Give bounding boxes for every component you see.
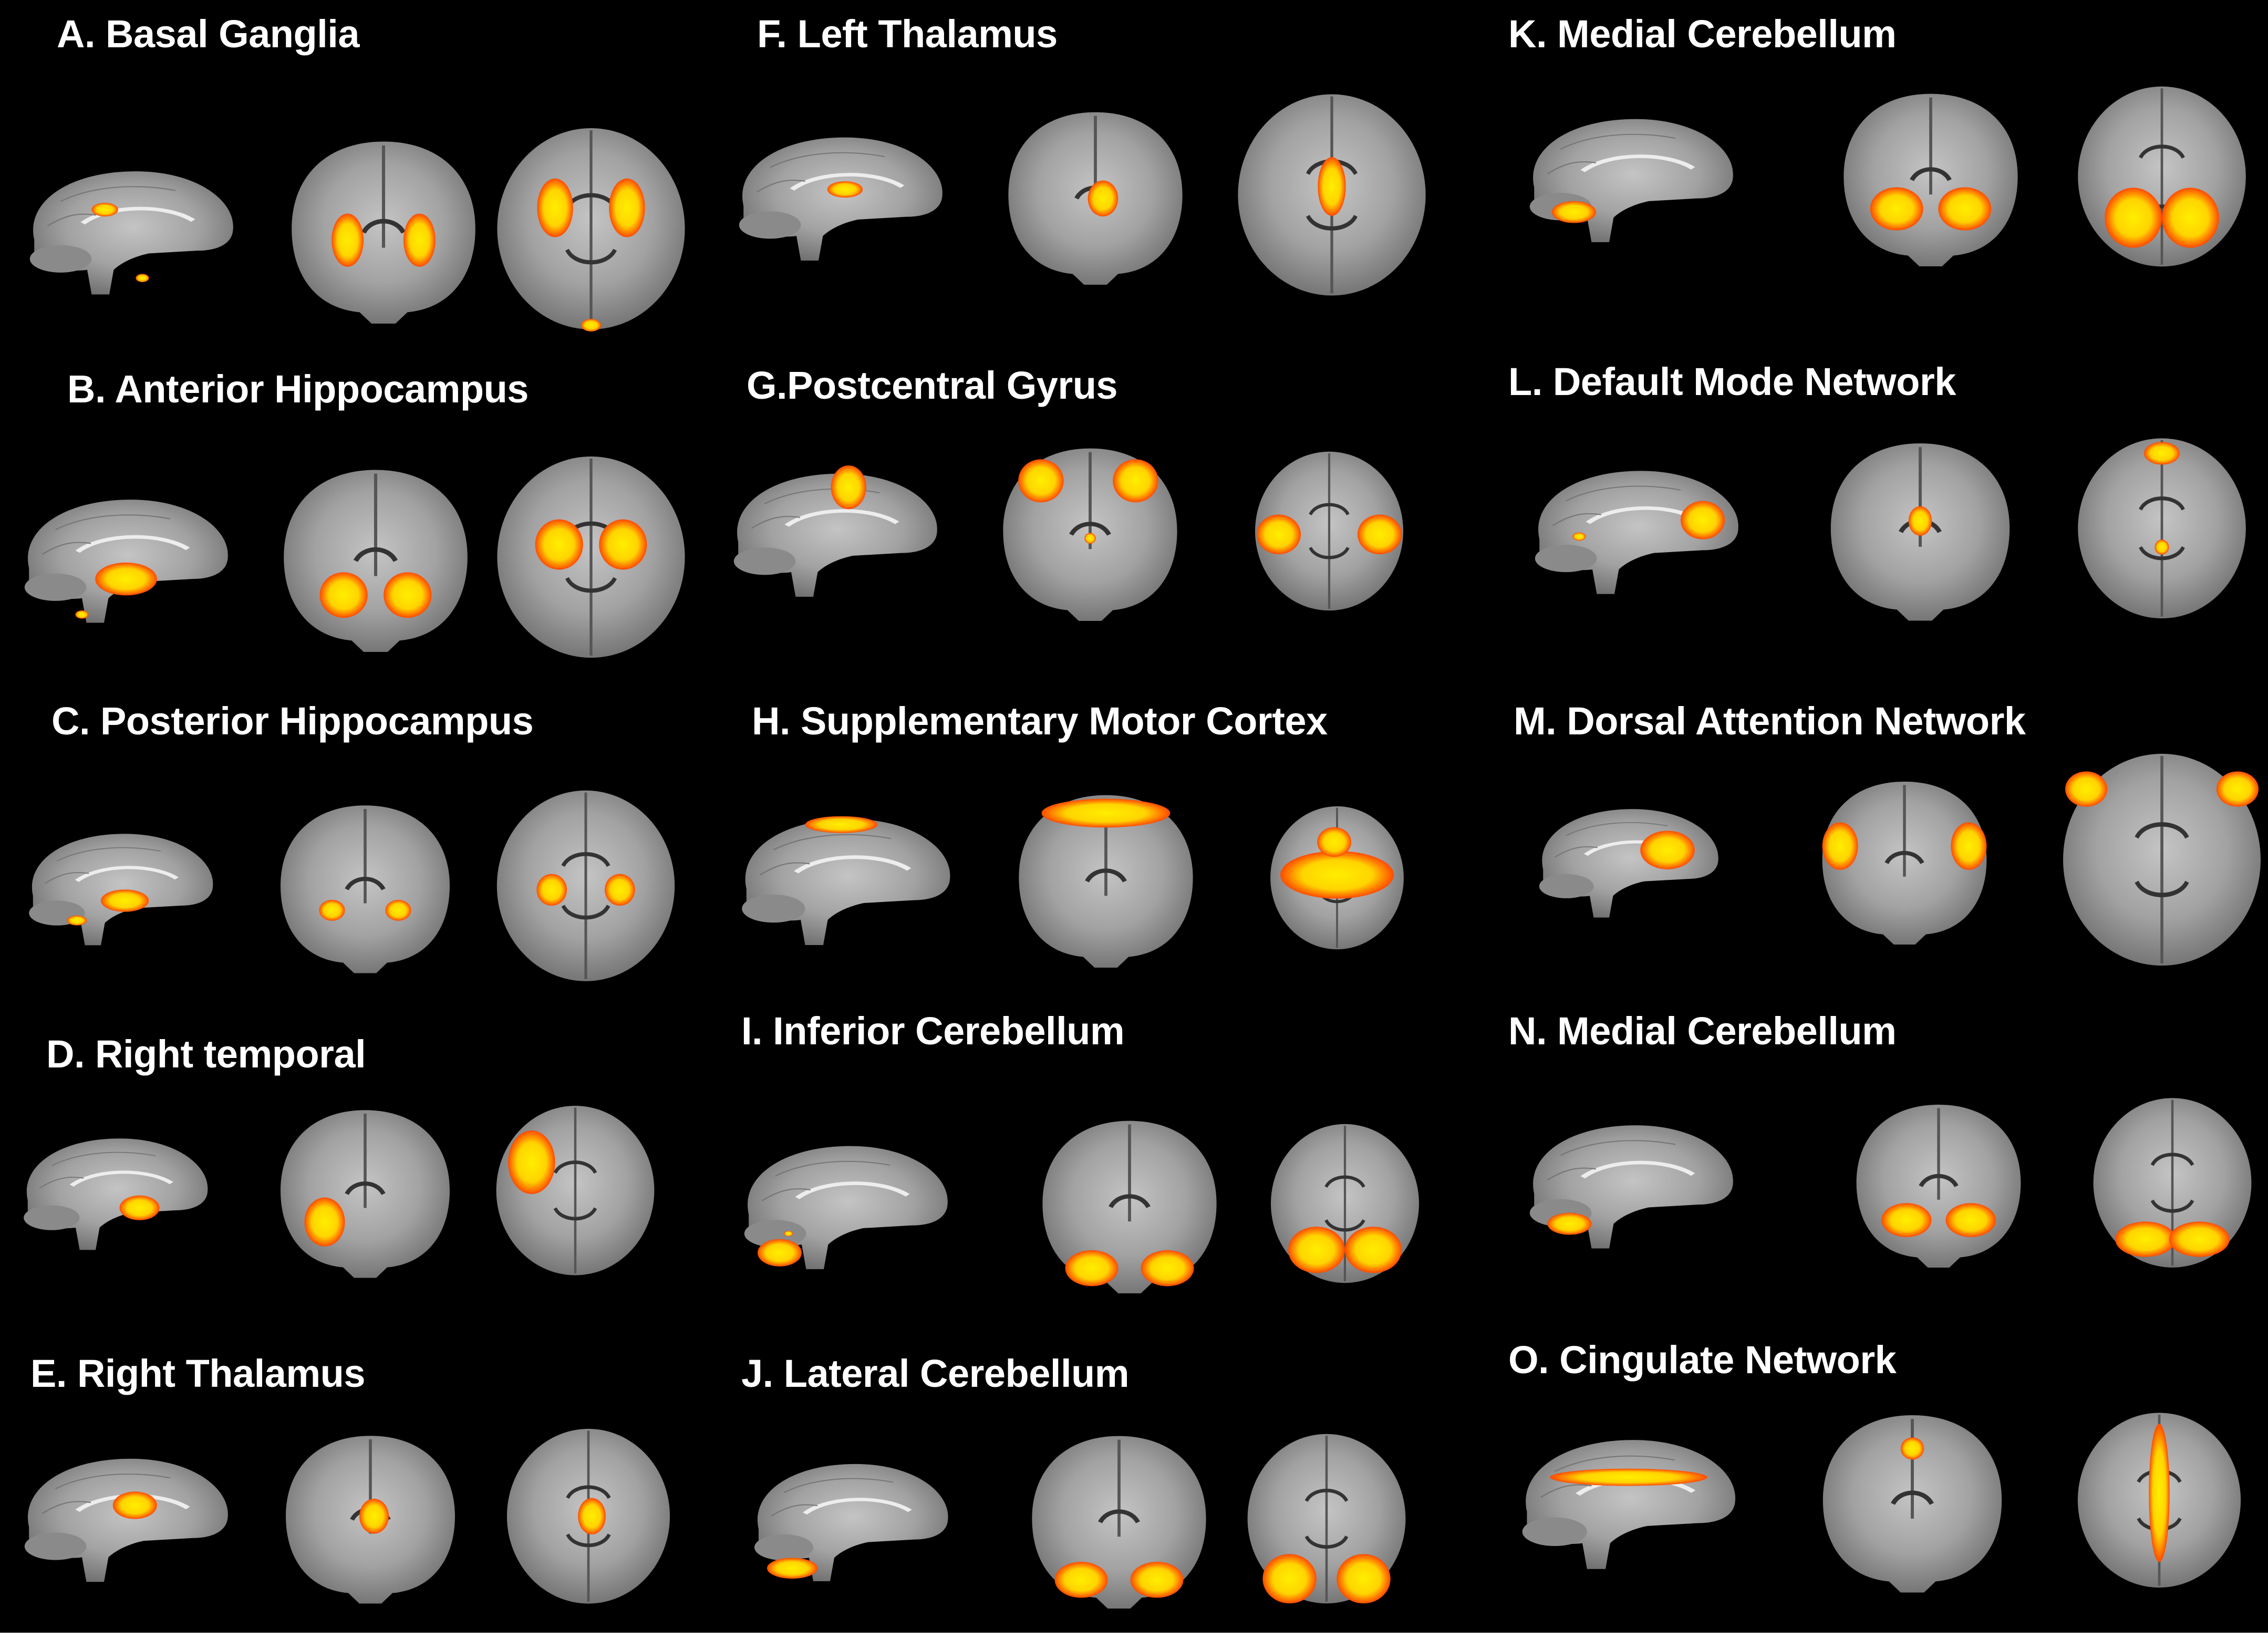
panel-m-axial-slice: [2063, 753, 2261, 966]
panel-title-m: M. Dorsal Attention Network: [1514, 699, 2026, 743]
panel-o-sagittal-slice: [1522, 1440, 1736, 1569]
panel-g-coronal-slice: [1003, 448, 1177, 621]
panel-title-k: K. Medial Cerebellum: [1508, 12, 1897, 56]
panel-h-sagittal-slice: [742, 816, 950, 945]
panel-l-coronal-slice: [1830, 443, 2010, 621]
panel-title-d: D. Right temporal: [46, 1032, 366, 1076]
panel-title-n: N. Medial Cerebellum: [1508, 1009, 1897, 1053]
panel-title-b: B. Anterior Hippocampus: [67, 367, 529, 411]
panel-a-coronal-slice: [292, 141, 475, 324]
panel-c-sagittal-slice: [29, 834, 213, 946]
panel-title-h: H. Supplementary Motor Cortex: [752, 699, 1328, 743]
panel-j-coronal-slice: [1032, 1436, 1206, 1609]
panel-title-l: L. Default Mode Network: [1508, 360, 1956, 403]
panel-l-sagittal-slice: [1535, 471, 1738, 594]
panel-i-axial-slice: [1271, 1124, 1419, 1283]
panel-i-sagittal-slice: [744, 1146, 948, 1269]
panel-o-axial-slice: [2077, 1413, 2241, 1588]
panel-d-axial-slice: [496, 1105, 655, 1275]
panel-c-coronal-slice: [281, 805, 450, 973]
panel-title-g: G.Postcentral Gyrus: [747, 364, 1118, 407]
panel-k-sagittal-slice: [1529, 119, 1733, 242]
bottom-edge-strip: [0, 1633, 2268, 1639]
panel-title-a: A. Basal Ganglia: [57, 12, 359, 56]
panel-title-i: I. Inferior Cerebellum: [741, 1009, 1125, 1053]
panel-j-sagittal-slice: [754, 1464, 948, 1582]
panel-o-coronal-slice: [1822, 1415, 2002, 1593]
panel-n-coronal-slice: [1856, 1104, 2021, 1268]
panel-title-c: C. Posterior Hippocampus: [51, 699, 534, 743]
panel-g-sagittal-slice: [733, 465, 937, 597]
panel-m-sagittal-slice: [1539, 809, 1718, 918]
panel-e-axial-slice: [506, 1428, 670, 1604]
panel-k-coronal-slice: [1844, 94, 2018, 266]
panel-j-axial-slice: [1247, 1434, 1406, 1604]
panel-g-axial-slice: [1255, 451, 1403, 611]
panel-b-axial-slice: [497, 456, 685, 658]
panel-e-sagittal-slice: [24, 1458, 228, 1582]
panel-i-coronal-slice: [1042, 1121, 1217, 1293]
panel-b-sagittal-slice: [24, 500, 228, 623]
panel-e-coronal-slice: [286, 1436, 455, 1604]
panel-title-o: O. Cingulate Network: [1508, 1338, 1897, 1382]
panel-f-coronal-slice: [1008, 112, 1183, 285]
panel-f-axial-slice: [1238, 94, 1426, 296]
panel-f-sagittal-slice: [739, 137, 943, 261]
panel-title-e: E. Right Thalamus: [30, 1352, 366, 1395]
panel-c-axial-slice: [496, 790, 675, 981]
panel-h-axial-slice: [1270, 806, 1404, 950]
panel-a-sagittal-slice: [29, 171, 233, 295]
panel-b-coronal-slice: [284, 470, 468, 652]
panel-n-axial-slice: [2093, 1098, 2252, 1268]
panel-h-coronal-slice: [1019, 795, 1193, 968]
panel-title-j: J. Lateral Cerebellum: [741, 1352, 1130, 1395]
panel-d-coronal-slice: [281, 1110, 450, 1278]
panel-d-sagittal-slice: [24, 1138, 208, 1250]
panel-title-f: F. Left Thalamus: [757, 12, 1058, 56]
panel-k-axial-slice: [2078, 86, 2246, 267]
panel-l-axial-slice: [2078, 438, 2246, 619]
panel-a-axial-slice: [497, 128, 685, 332]
panel-m-coronal-slice: [1822, 781, 1987, 945]
panel-n-sagittal-slice: [1529, 1125, 1733, 1249]
